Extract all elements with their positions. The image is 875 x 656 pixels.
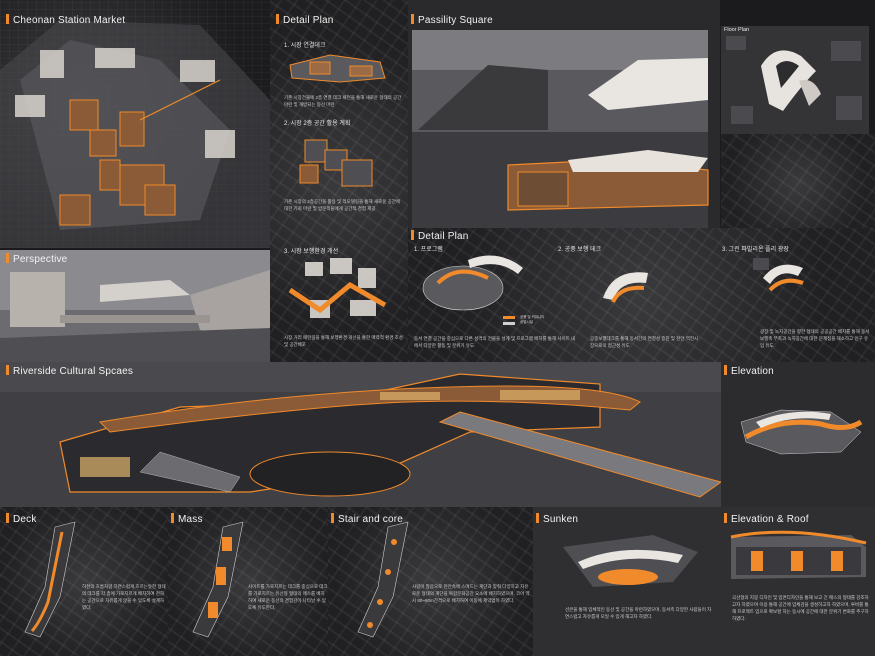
market-panel	[0, 0, 270, 248]
elevation-title: Elevation	[724, 365, 774, 377]
elev-roof-note: 곡선형의 지붕 디자인 및 입면디자인을 통해 보고 긴 매스의 형태를 강조하…	[732, 595, 869, 621]
detail-top-step2-note: 기존 시장의 2층공간을 활용 및 리모델링을 통해 새로운 공간에 대한 기회…	[284, 199, 401, 211]
sunken-drawing	[563, 535, 698, 587]
elev-roof-title: Elevation & Roof	[724, 513, 809, 525]
title-accent	[411, 14, 414, 24]
title-accent	[171, 513, 174, 523]
elevation-drawing	[740, 409, 863, 455]
square-title: Passility Square	[411, 14, 493, 26]
title-accent	[6, 14, 9, 24]
mass-panel	[168, 507, 328, 656]
riverside-panel	[0, 362, 721, 507]
deck-title-text: Deck	[13, 514, 37, 525]
stair-note: 사람이 많음으로 천안속에 스며드는 계단과 맞춰 다양하고 자유로운 형태의 …	[412, 584, 530, 603]
elevation-panel	[721, 362, 875, 507]
stair-panel	[328, 507, 533, 656]
title-accent	[724, 365, 727, 375]
elev-roof-panel	[721, 507, 875, 656]
title-accent	[6, 365, 9, 375]
square-title-text: Passility Square	[418, 15, 493, 26]
elev-roof-title-text: Elevation & Roof	[731, 514, 809, 525]
legend-item-commercial: 상업시설	[520, 320, 533, 324]
riverside-rendering	[0, 362, 721, 507]
detail-plan-mid-panel	[408, 228, 875, 362]
sunken-note: 선큰을 통해 입체적인 동선 및 공간을 마련하였으며, 동서측 다양한 사람들…	[565, 607, 712, 619]
title-accent	[331, 513, 334, 523]
detail-plan-mid-diagrams	[422, 255, 804, 325]
detail-plan-mid-title-text: Detail Plan	[418, 231, 469, 242]
detail-mid-step2-note: 공중보행데크를 통해 동서간의 연결성 증진 및 천안 역전시장으로의 접근성 …	[590, 336, 699, 348]
stair-title-text: Stair and core	[338, 514, 404, 525]
mass-title-text: Mass	[178, 514, 203, 525]
legend-item-public: 공용 및 커뮤니티	[520, 315, 545, 319]
detail-top-step1: 1. 시장 연결데크	[284, 43, 326, 49]
stair-drawing	[357, 521, 409, 638]
detail-mid-step2: 2. 공중 보행 데크	[558, 247, 602, 253]
floor-plan-panel	[721, 26, 869, 134]
detail-top-step3-note: 시장 거리 패턴링을 통해 보행환경 개선을 통한 매력적 환경 조성 및 공간…	[284, 335, 403, 347]
detail-top-step3: 3. 시장 보행환경 개선	[284, 249, 339, 255]
sunken-panel	[533, 507, 721, 656]
mass-title: Mass	[171, 513, 203, 525]
elevation-title-text: Elevation	[731, 366, 774, 377]
floor-plan-drawing	[726, 36, 862, 124]
right-city-strip	[721, 134, 875, 234]
market-aerial-drawing	[0, 20, 270, 248]
mass-drawing	[192, 521, 244, 638]
title-accent	[6, 253, 9, 263]
deck-title: Deck	[6, 513, 37, 525]
sunken-title-text: Sunken	[543, 514, 579, 525]
detail-plan-top-panel	[270, 0, 408, 365]
title-accent	[724, 513, 727, 523]
title-accent	[411, 230, 414, 240]
title-accent	[6, 513, 9, 523]
deck-panel	[0, 507, 168, 656]
detail-mid-step3: 3. 그린 파빌리온 플리 광장	[722, 247, 789, 253]
sunken-title: Sunken	[536, 513, 578, 525]
elev-roof-drawing	[730, 530, 867, 579]
perspective-title: Perspective	[6, 253, 67, 265]
perspective-panel	[0, 250, 270, 362]
title-accent	[536, 513, 539, 523]
detail-mid-step1-note: 동서 연결 공간을 중심으로 다른 성격의 건물을 설계 및 프로그램 배치를 …	[414, 336, 576, 348]
riverside-title-text: Riverside Cultural Spcaes	[13, 366, 134, 377]
stair-title: Stair and core	[331, 513, 403, 525]
mass-note: 사이트를 가로지르는 데크를 중심으로 데크를 가로지르는 유선형 형태의 매스…	[248, 584, 328, 610]
perspective-rendering	[0, 250, 270, 362]
detail-plan-top-title: Detail Plan	[276, 14, 334, 26]
square-panel	[408, 0, 720, 228]
perspective-title-text: Perspective	[13, 254, 68, 265]
market-title-text: Cheonan Station Market	[13, 15, 126, 26]
riverside-title: Riverside Cultural Spcaes	[6, 365, 133, 377]
title-accent	[276, 14, 279, 24]
detail-top-step2: 2. 시장 2층 공간 활용 계획	[284, 121, 351, 127]
detail-plan-mid-title: Detail Plan	[411, 230, 469, 242]
detail-mid-step1: 1. 프로그램	[414, 247, 443, 253]
detail-mid-legend: 공용 및 커뮤니티 상업시설	[520, 315, 545, 325]
floor-plan-label: Floor Plan	[724, 27, 750, 33]
detail-plan-top-diagrams	[288, 54, 387, 318]
detail-top-step1-note: 기존 시장건물에 2층 연결 데크 패턴을 통해 새로운 형태의 공간 마련 및…	[284, 95, 402, 107]
deck-note: 하천의 흐름처럼 자연스럽게 흐르는듯한 형태의 데크를 각 층에 가로지르게 …	[82, 584, 166, 610]
detail-plan-top-title-text: Detail Plan	[283, 15, 334, 26]
deck-drawing	[24, 521, 76, 638]
market-title: Cheonan Station Market	[6, 14, 125, 26]
detail-mid-step3-note: 광장 및 녹지공간을 향한 형태의 공공공간 배치를 통해 동서 보행축 부족과…	[760, 329, 870, 348]
square-renderings	[412, 30, 709, 228]
